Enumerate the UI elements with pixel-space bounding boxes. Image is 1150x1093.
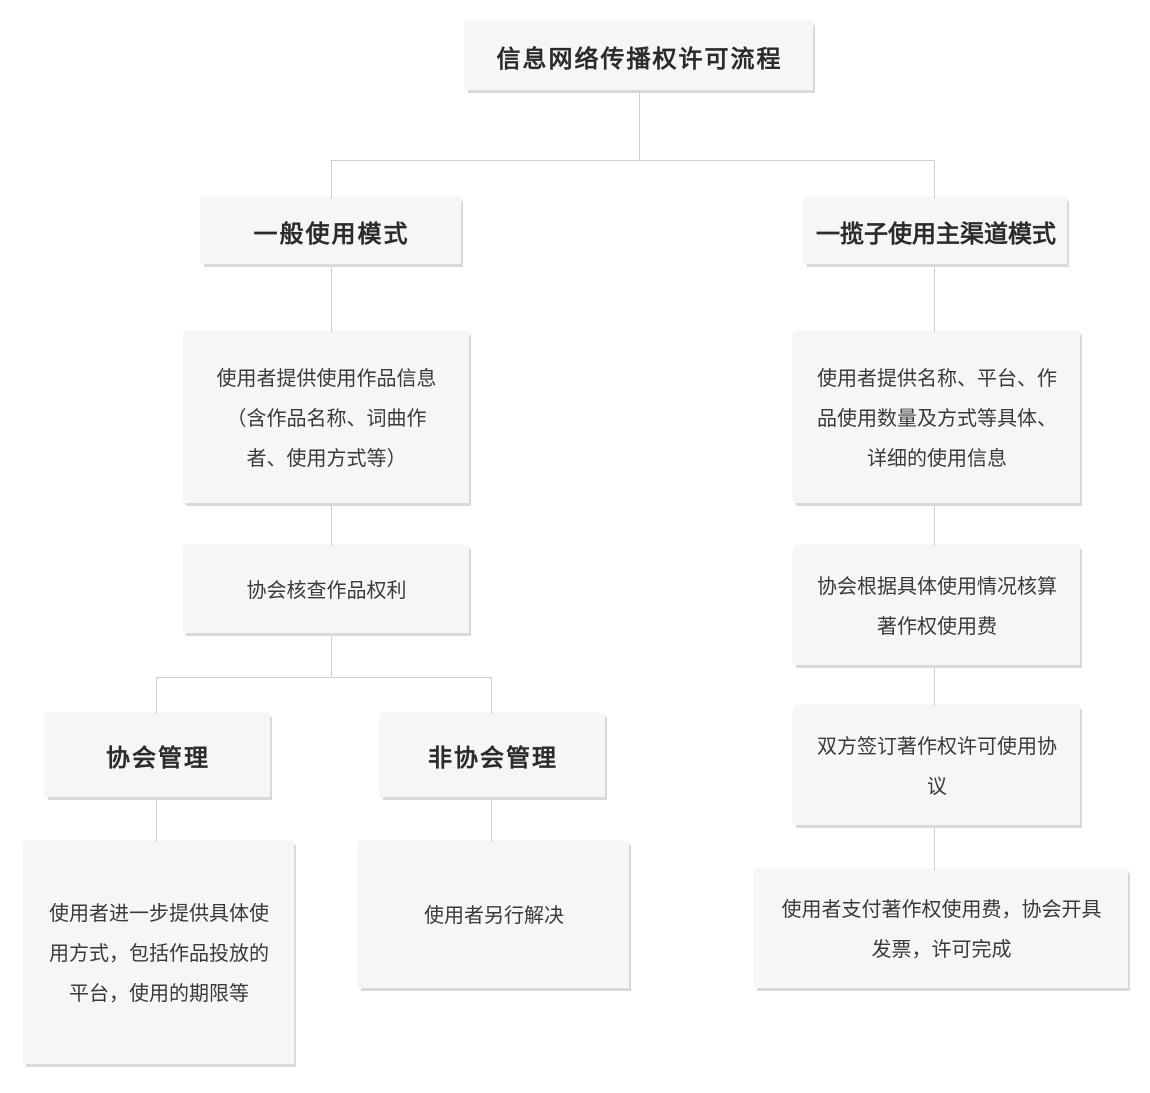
general-mode-node: 一般使用模式 [202,198,461,264]
general-step1-text: 使用者提供使用作品信息（含作品名称、词曲作者、使用方式等） [216,365,437,470]
title-text: 信息网络传播权许可流程 [496,43,783,73]
blanket-step4-text: 使用者支付著作权使用费，协会开具发票，许可完成 [781,897,1102,961]
blanket-mode-label: 一揽子使用主渠道模式 [816,218,1056,248]
unmanaged-step-node: 使用者另行解决 [359,842,629,988]
unmanaged-step-text: 使用者另行解决 [424,903,564,927]
blanket-step1-text: 使用者提供名称、平台、作品使用数量及方式等具体、详细的使用信息 [817,365,1057,470]
managed-branch-label: 协会管理 [106,743,210,772]
blanket-step1-node: 使用者提供名称、平台、作品使用数量及方式等具体、详细的使用信息 [794,332,1080,503]
managed-step-text: 使用者进一步提供具体使用方式，包括作品投放的平台，使用的期限等 [49,901,269,1005]
general-step2-text: 协会核查作品权利 [246,577,407,602]
blanket-step3-text: 双方签订著作权许可使用协议 [817,733,1057,798]
title-node: 信息网络传播权许可流程 [466,22,813,90]
blanket-step2-text: 协会根据具体使用情况核算著作权使用费 [817,573,1057,638]
unmanaged-branch-label: 非协会管理 [428,743,558,772]
managed-step-node: 使用者进一步提供具体使用方式，包括作品投放的平台，使用的期限等 [24,842,294,1064]
managed-branch-node: 协会管理 [46,714,270,797]
blanket-step3-node: 双方签订著作权许可使用协议 [794,706,1080,825]
general-step1-node: 使用者提供使用作品信息（含作品名称、词曲作者、使用方式等） [184,332,469,503]
blanket-step2-node: 协会根据具体使用情况核算著作权使用费 [794,546,1080,665]
general-step2-node: 协会核查作品权利 [184,546,469,633]
blanket-mode-node: 一揽子使用主渠道模式 [805,198,1067,264]
blanket-step4-node: 使用者支付著作权使用费，协会开具发票，许可完成 [755,870,1128,988]
general-mode-label: 一般使用模式 [253,218,410,248]
unmanaged-branch-node: 非协会管理 [381,714,605,797]
